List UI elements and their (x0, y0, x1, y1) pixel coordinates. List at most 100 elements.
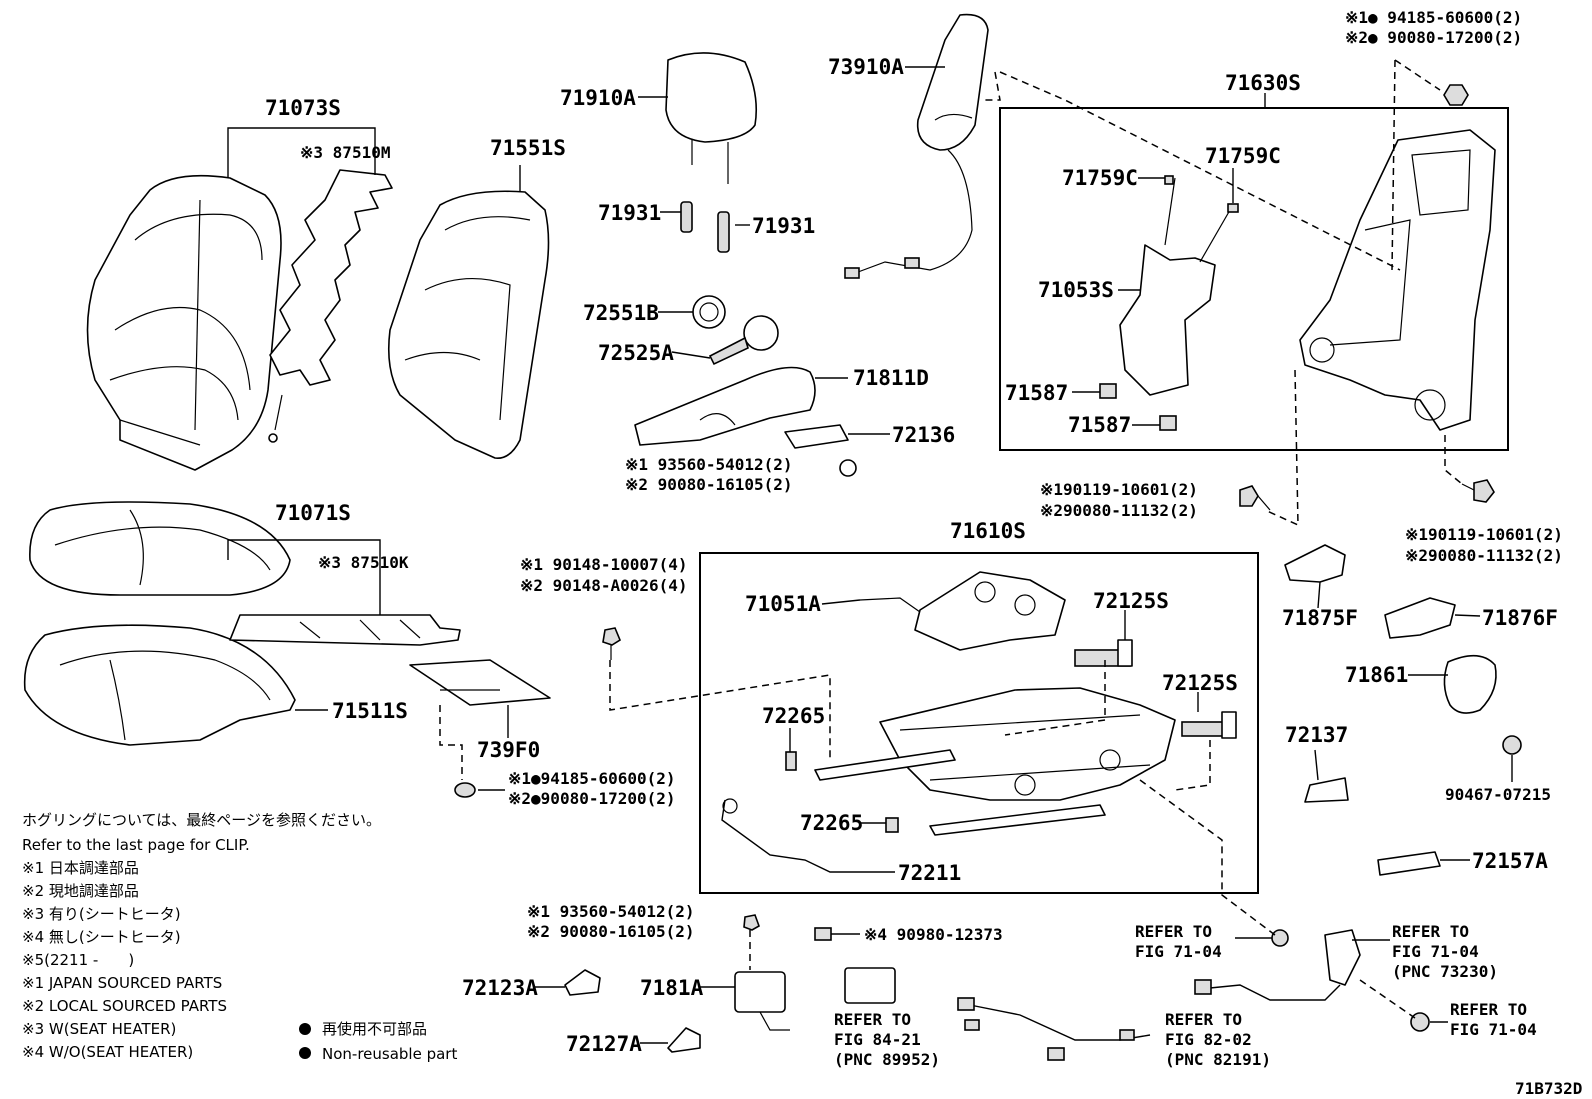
power-switch-7181A (734, 914, 790, 1031)
label-refer5-line2: FIG 71-04 (1450, 1020, 1537, 1039)
label-90119-b: ※190119-10601(2) (1405, 525, 1563, 544)
cover-71876F (1384, 597, 1456, 639)
note-3-en: ※3 W(SEAT HEATER) (22, 1020, 176, 1038)
label-refer1-line1: REFER TO (1135, 922, 1212, 941)
note-4-en: ※4 W/O(SEAT HEATER) (22, 1043, 193, 1061)
label-72157A: 72157A (1472, 849, 1548, 873)
label-refer2-line3: (PNC 73230) (1392, 962, 1498, 981)
label-739F0: 739F0 (477, 738, 540, 762)
label-7181A: 7181A (640, 976, 704, 1000)
label-71876F: 71876F (1482, 606, 1558, 630)
label-refer4-line2: FIG 82-02 (1165, 1030, 1252, 1049)
seatbelt-buckle-73230 (1194, 929, 1430, 1032)
bracket-72136 (784, 424, 857, 477)
label-71587-b: 71587 (1068, 413, 1131, 437)
label-refer4-line3: (PNC 82191) (1165, 1050, 1271, 1069)
cap-71861 (1443, 654, 1497, 714)
clip-72265-b (885, 817, 899, 833)
seat-track-box (699, 552, 1259, 894)
note-2-en: ※2 LOCAL SOURCED PARTS (22, 997, 227, 1015)
label-72136: 72136 (892, 423, 955, 447)
label-71931-b: 71931 (752, 214, 815, 238)
note-3-jp: ※3 有り(シートヒータ) (22, 905, 181, 923)
side-shield-71811D (634, 366, 816, 446)
cover-71875F (1284, 544, 1346, 583)
spring-assembly-71051A (859, 571, 1066, 651)
label-90080-top: ※2● 90080-17200(2) (1345, 28, 1522, 47)
adjuster-72125S-a (1074, 639, 1133, 667)
label-94185-bottom: ※1●94185-60600(2) (508, 769, 676, 788)
bolt-90119-left (1239, 485, 1271, 511)
label-refer2-line1: REFER TO (1392, 922, 1469, 941)
label-71610S: 71610S (950, 519, 1026, 543)
note-nonreuse-jp: 再使用不可部品 (322, 1020, 427, 1038)
label-71811D: 71811D (853, 366, 929, 390)
module-89952 (844, 967, 896, 1004)
cushion-cover-71071S (29, 501, 291, 596)
cushion-heater-87510K (229, 614, 461, 646)
figure-id: 71B732D (1515, 1079, 1582, 1098)
label-73910A: 73910A (828, 55, 904, 79)
label-refer1-line2: FIG 71-04 (1135, 942, 1222, 961)
seatback-cover-71073S (86, 174, 282, 471)
label-71053S: 71053S (1038, 278, 1114, 302)
seatback-heater-87510M (268, 169, 393, 443)
label-72125S-b: 72125S (1162, 671, 1238, 695)
note-1-jp: ※1 日本調達部品 (22, 859, 139, 877)
label-71071S: 71071S (275, 501, 351, 525)
wire-harness-82191 (957, 997, 1151, 1061)
label-90119-a: ※190119-10601(2) (1040, 480, 1198, 499)
label-refer3-line2: FIG 84-21 (834, 1030, 921, 1049)
bolt-90119-right (1461, 479, 1495, 503)
label-90980: ※4 90980-12373 (864, 925, 1003, 944)
cushion-pad-71511S (23, 624, 296, 746)
connector-90980 (814, 927, 832, 941)
note-clip-jp: ホグリングについては、最終ページを参照ください。 (22, 811, 381, 829)
label-90080-bottom: ※2●90080-17200(2) (508, 789, 676, 808)
label-90080-16105-b: ※2 90080-16105(2) (527, 922, 695, 941)
label-72265-b: 72265 (800, 811, 863, 835)
knob-72123A (564, 969, 601, 996)
label-71875F: 71875F (1282, 606, 1358, 630)
recliner-knob-72551B (692, 295, 726, 329)
seat-track-frame-71610S (814, 687, 1176, 836)
label-72211: 72211 (898, 861, 961, 885)
label-72265-a: 72265 (762, 704, 825, 728)
label-71073S: 71073S (265, 96, 341, 120)
label-refer3-line1: REFER TO (834, 1010, 911, 1029)
label-90080-16105-a: ※2 90080-16105(2) (625, 475, 793, 494)
label-refer3-line3: (PNC 89952) (834, 1050, 940, 1069)
nonreuse-bullet-jp (299, 1023, 311, 1035)
knob-72127A (667, 1027, 701, 1053)
side-airbag-73910A (844, 13, 989, 279)
note-5-jp: ※5(2211 - ) (22, 951, 134, 969)
label-72137: 72137 (1285, 723, 1348, 747)
label-90080-11132-b: ※290080-11132(2) (1405, 546, 1563, 565)
towel-bar-72211 (721, 798, 855, 873)
bolt-90148 (602, 627, 621, 660)
adjuster-72125S-b (1181, 711, 1237, 739)
lumbar-support-71053S (1119, 175, 1239, 396)
label-71861: 71861 (1345, 663, 1408, 687)
clip-71587 (1099, 383, 1177, 431)
note-2-jp: ※2 現地調達部品 (22, 882, 139, 900)
label-71759C-b: 71759C (1205, 144, 1281, 168)
note-clip-en: Refer to the last page for CLIP. (22, 836, 250, 854)
cover-72137 (1304, 777, 1349, 803)
label-refer5-line1: REFER TO (1450, 1000, 1527, 1019)
label-refer2-line2: FIG 71-04 (1392, 942, 1479, 961)
nonreuse-bullet-en (299, 1047, 311, 1059)
label-90467: 90467-07215 (1445, 785, 1551, 804)
label-71551S: 71551S (490, 136, 566, 160)
nut-94185-top (1443, 84, 1469, 106)
nut-94185-bottom (454, 782, 476, 798)
occupant-sensor-739F0 (409, 659, 551, 706)
label-71931-a: 71931 (598, 201, 661, 225)
label-71511S: 71511S (332, 699, 408, 723)
label-72125S-a: 72125S (1093, 589, 1169, 613)
label-refer4-line1: REFER TO (1165, 1010, 1242, 1029)
label-72123A: 72123A (462, 976, 538, 1000)
label-90080-11132-a: ※290080-11132(2) (1040, 501, 1198, 520)
label-71910A: 71910A (560, 86, 636, 110)
